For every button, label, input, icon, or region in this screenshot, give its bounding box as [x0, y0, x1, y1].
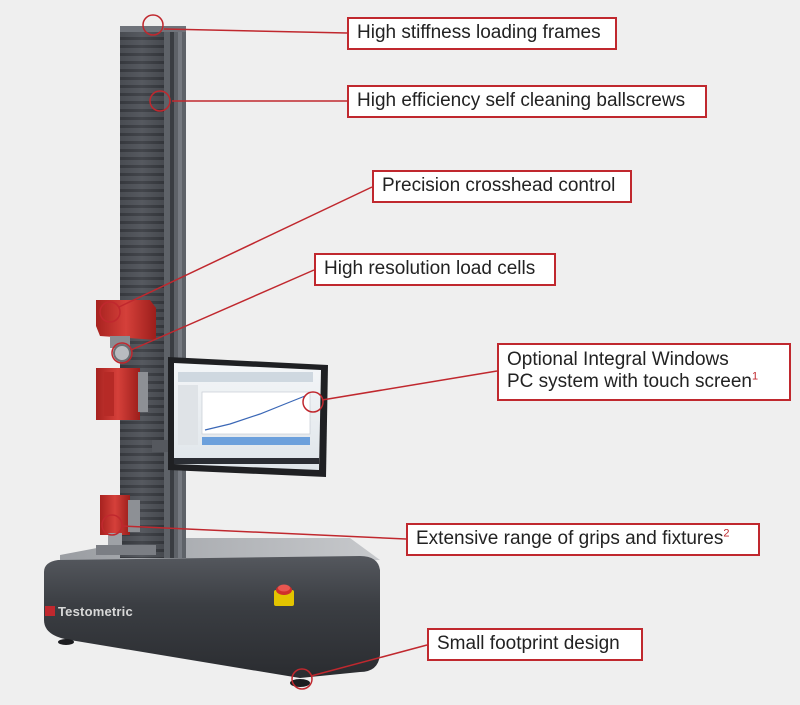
callout-ballscrews: High efficiency self cleaning ballscrews	[347, 85, 707, 118]
callout-pc-system: Optional Integral Windows PC system with…	[497, 343, 791, 401]
callout-text-line-2: PC system with touch screen	[507, 371, 752, 392]
callout-small-footprint: Small footprint design	[427, 628, 643, 661]
callout-text: Small footprint design	[437, 633, 620, 654]
base-body	[44, 556, 380, 678]
brand-logo-icon	[45, 606, 55, 616]
footnote-marker: 2	[723, 527, 730, 540]
callout-grips-fixtures: Extensive range of grips and fixtures2	[406, 523, 760, 556]
callout-load-cells: High resolution load cells	[314, 253, 556, 286]
callout-text-line-1: Optional Integral Windows	[507, 349, 729, 370]
brand-logo-text: Testometric	[58, 604, 133, 619]
callout-text: Extensive range of grips and fixtures	[416, 528, 724, 549]
callout-text: Precision crosshead control	[382, 175, 616, 196]
callout-crosshead-control: Precision crosshead control	[372, 170, 632, 203]
callout-loading-frames: High stiffness loading frames	[347, 17, 617, 50]
footnote-marker: 1	[751, 370, 759, 383]
callout-text: High efficiency self cleaning ballscrews	[357, 90, 686, 111]
callout-text: High resolution load cells	[324, 258, 536, 279]
callout-text: High stiffness loading frames	[357, 22, 601, 43]
